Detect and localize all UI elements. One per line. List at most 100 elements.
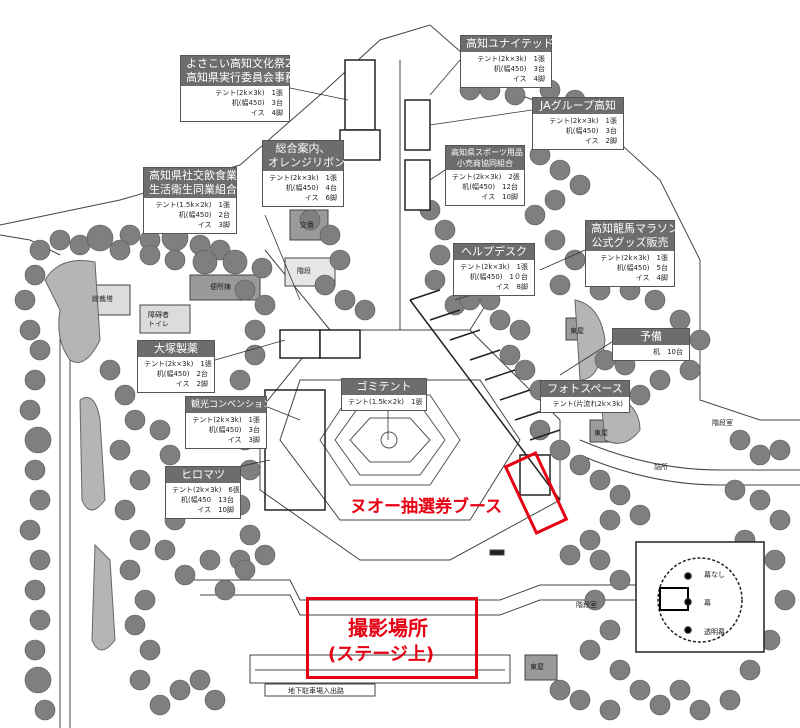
tree-icon [86, 224, 114, 252]
header-line: オレンジリボン [268, 156, 345, 169]
tree-icon [214, 579, 236, 601]
shoot-location-line2: (ステージ上) [328, 644, 435, 665]
header-line: よさこい高知文化祭2026 [186, 57, 313, 70]
tree-icon [579, 529, 601, 551]
booth-header: 総合案内、オレンジリボン [263, 141, 345, 171]
booth-label-help: ヘルプデスク テント(2k×3k) 1張机(幅450) 1０台イス 8脚 [453, 243, 535, 296]
tree-icon [19, 399, 41, 421]
tree-icon [114, 499, 136, 521]
header-line: 公式グッズ販売 [591, 236, 669, 249]
tree-icon [124, 409, 146, 431]
tree-icon [234, 559, 256, 581]
tree-icon [564, 249, 586, 271]
header-line: JAグループ高知 [540, 99, 616, 112]
tree-icon [24, 579, 46, 601]
booth-row: テント(2k×3k) 1張 [144, 360, 212, 368]
booth-row: 机(幅450) 1０台 [469, 273, 528, 281]
tree-icon [239, 524, 261, 546]
tree-icon [599, 699, 621, 721]
tree-icon [719, 689, 741, 711]
tree-icon [649, 694, 671, 716]
place-azumaya: 東屋 [570, 327, 584, 335]
tree-icon [244, 319, 266, 341]
booth-row: イス 10脚 [197, 506, 234, 514]
tree-icon [729, 429, 751, 451]
tree-icon [319, 224, 341, 246]
tree-icon [244, 344, 266, 366]
booth-row: 机(幅450) 2台 [178, 211, 230, 219]
booth-header: ゴミテント [342, 379, 426, 395]
tree-icon [769, 439, 791, 461]
booth-header: 高知ユナイテッド [461, 36, 554, 52]
tree-icon [159, 444, 181, 466]
tree-icon [254, 294, 276, 316]
place-parking: 地下駐車場入出路 [288, 687, 344, 695]
header-line: ヒロマツ [181, 468, 225, 481]
booth-header: 高知県社交飲食業生活衛生同業組合 [144, 168, 237, 198]
tree-icon [429, 244, 451, 266]
tree-icon [689, 699, 711, 721]
place-koban: 交番 [300, 221, 314, 229]
tree-icon [24, 426, 52, 454]
booth-header: ヘルプデスク [454, 244, 534, 260]
tree-icon [24, 264, 46, 286]
tree-icon [334, 289, 356, 311]
booth-row: テント(2k×3k) 1張 [477, 55, 545, 63]
tree-icon [569, 454, 591, 476]
booth-row: テント(1.5k×2k) 1張 [348, 398, 423, 406]
booth-label-convention: 観光コンベンション テント(2k×3k) 1張机(幅450) 3台イス 3脚 [185, 396, 272, 449]
booth-row: 机(幅450) 4台 [285, 184, 337, 192]
header-line: 高知県社交飲食業 [149, 169, 237, 182]
tree-icon [549, 679, 571, 701]
tree-icon [669, 679, 691, 701]
booth-header: 予備 [613, 329, 689, 345]
booth-row: 机(幅450) 5台 [616, 264, 668, 272]
tree-icon [109, 439, 131, 461]
azumaya-3 [524, 654, 558, 681]
place-kaidan-right: 階段室 [712, 419, 733, 427]
tree-icon [669, 309, 691, 331]
booth-row: 机 10台 [653, 348, 683, 356]
tree-icon [589, 549, 611, 571]
place-kaidan: 階段 [297, 267, 311, 275]
booth-label-united: 高知ユナイテッド テント(2k×3k) 1張机(幅450) 3台イス 4脚 [460, 35, 554, 88]
tree-icon [524, 204, 546, 226]
tree-icon [584, 589, 606, 611]
tree-icon [174, 564, 196, 586]
booth-header: JAグループ高知 [533, 98, 623, 114]
tree-icon [599, 509, 621, 531]
tree-icon [314, 274, 336, 296]
booth-row: イス 4脚 [635, 274, 668, 282]
booth-row: テント(2k×3k) 1張 [269, 174, 337, 182]
tree-icon [19, 319, 41, 341]
tree-icon [169, 679, 191, 701]
booth-label-sports: 高知県スポーツ用品小売商協同組合 テント(2k×3k) 2張机(幅450) 12… [445, 145, 525, 206]
tree-icon [154, 539, 176, 561]
booth-row: イス 10脚 [481, 193, 518, 201]
tree-icon [29, 239, 51, 261]
booth-row: 机(幅450) 3台 [231, 99, 283, 107]
place-azumaya: 東屋 [594, 429, 608, 437]
place-toilet: 障碍者 トイレ [148, 311, 169, 328]
booth-row: 机(幅450) 12台 [462, 183, 518, 191]
tree-icon [514, 359, 536, 381]
tree-icon [424, 269, 446, 291]
booth-row: 机(幅450) 3台 [565, 127, 617, 135]
tree-icon [204, 689, 226, 711]
booth-row: イス 3脚 [227, 436, 260, 444]
tree-icon [569, 174, 591, 196]
tree-icon [34, 699, 56, 721]
tree-icon [559, 544, 581, 566]
booth-row: 机(幅450 13台 [181, 496, 234, 504]
tree-icon [629, 384, 651, 406]
booth-row: テント(2k×3k) 6張 [172, 486, 240, 494]
booth-label-yobi: 予備 机 10台 [612, 328, 690, 361]
tree-icon [679, 359, 701, 381]
booth-header: 高知龍馬マラソン公式グッズ販売 [586, 221, 679, 251]
tree-icon [749, 444, 771, 466]
tree-icon [544, 189, 566, 211]
booth-row: 机(幅450) 3台 [493, 65, 545, 73]
tree-icon [24, 369, 46, 391]
tree-icon [29, 549, 51, 571]
stage-legend-maku: 幕 [704, 599, 711, 607]
